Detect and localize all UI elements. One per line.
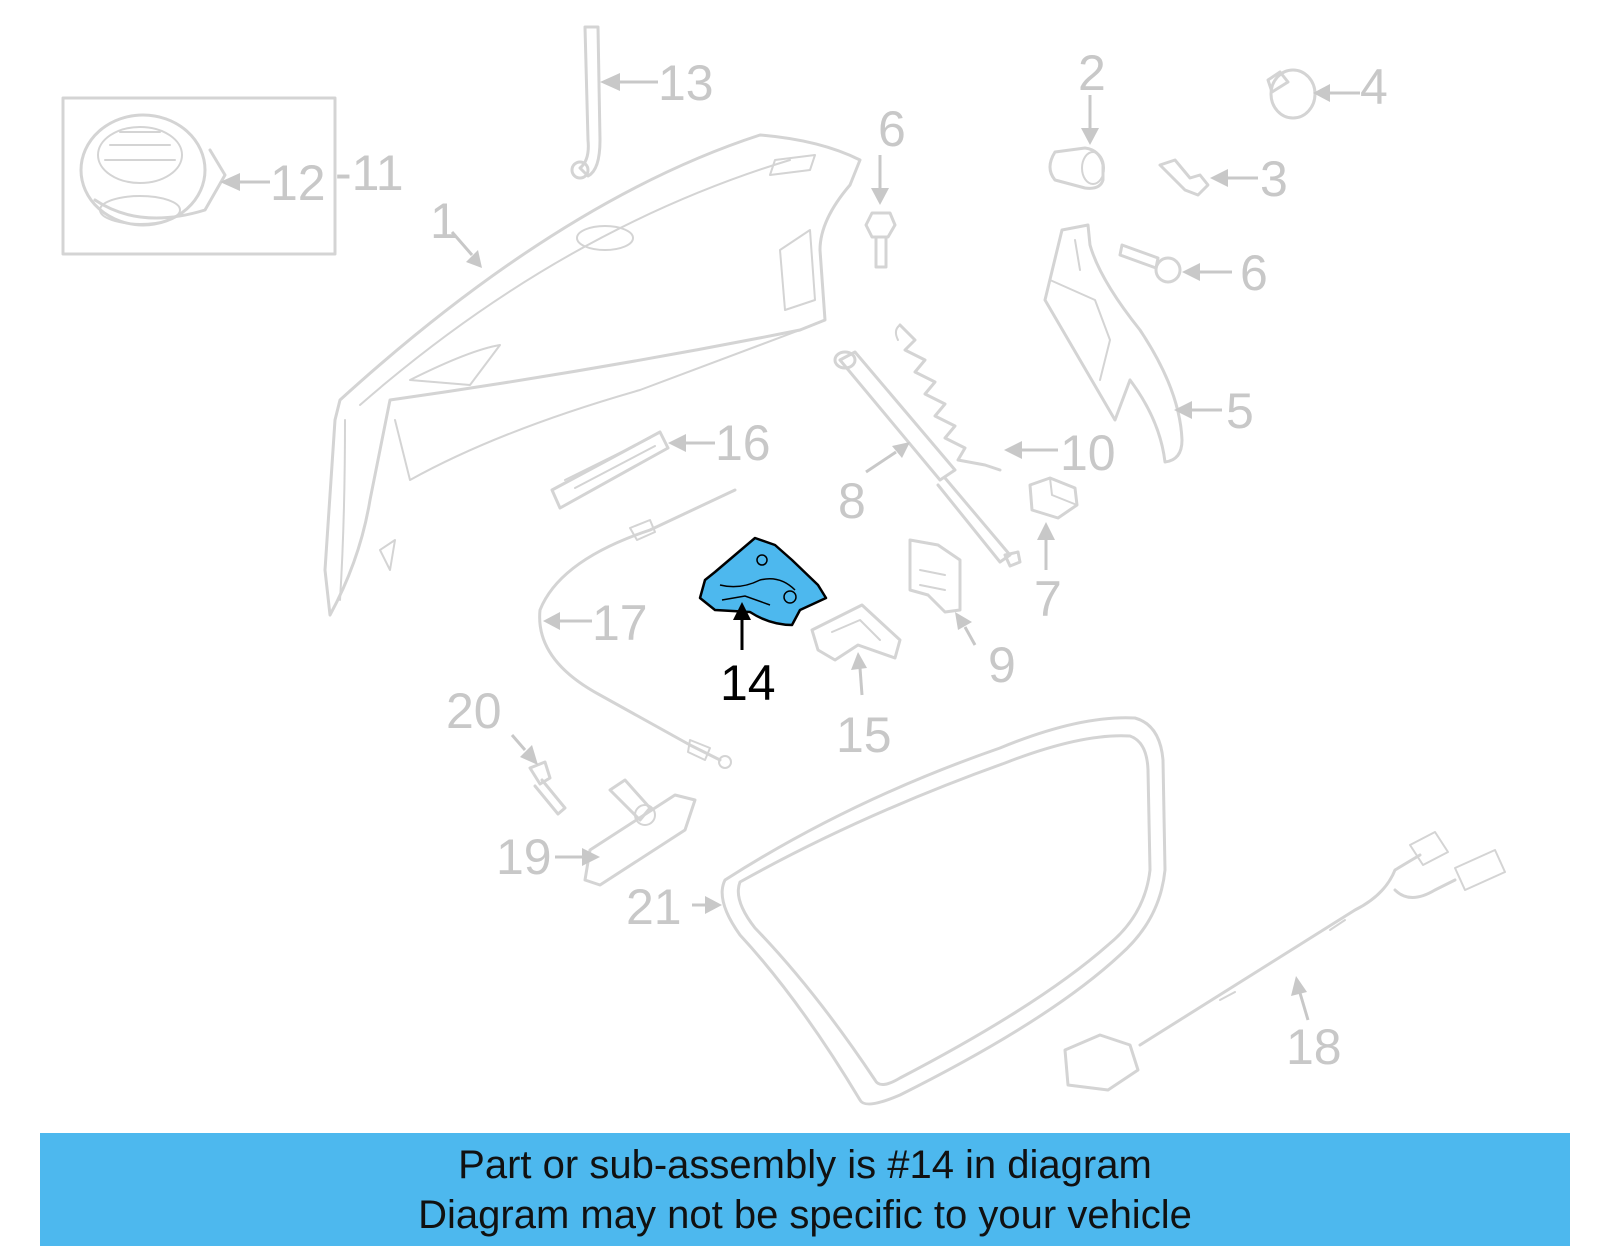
callout-13: [600, 73, 658, 91]
label-16: 16: [715, 415, 771, 471]
callout-1: [450, 231, 482, 268]
label-21: 21: [626, 879, 682, 935]
part-16-trim-strip: [550, 430, 670, 510]
callout-21: [692, 896, 722, 914]
callout-18: [1291, 976, 1310, 1021]
part-1-trunk-lid: [323, 133, 862, 617]
part-6-bolt-top: [864, 211, 897, 269]
part-10-spring: [894, 323, 1002, 472]
part-19-lock-bracket: [583, 778, 697, 887]
part-3-key: [1158, 158, 1210, 197]
label-3: 3: [1260, 151, 1288, 207]
callout-17: [543, 612, 592, 630]
part-18-wiring-harness: [1063, 831, 1506, 1092]
label-18: 18: [1286, 1019, 1342, 1075]
label-14: 14: [720, 655, 776, 711]
callout-6a: [871, 155, 889, 205]
part-21-weatherstrip: [720, 716, 1167, 1106]
callout-4: [1313, 84, 1360, 102]
callout-15: [851, 652, 867, 696]
callout-6b: [1182, 263, 1232, 281]
callout-5: [1174, 401, 1222, 419]
callout-10: [1004, 441, 1058, 459]
label-13: 13: [658, 55, 714, 111]
callout-3: [1210, 169, 1258, 187]
part-12-emblem: [61, 96, 337, 256]
info-banner: Part or sub-assembly is #14 in diagram D…: [40, 1133, 1570, 1246]
callout-19: [555, 848, 600, 866]
callout-2: [1081, 95, 1099, 145]
label-10: 10: [1060, 425, 1116, 481]
part-17-release-cable: [538, 488, 737, 769]
banner-line-part: Part or sub-assembly is #14 in diagram: [458, 1142, 1152, 1187]
label-1: 1: [430, 193, 458, 249]
callout-12: [220, 173, 270, 191]
callout-16: [668, 434, 715, 452]
part-6-bolt-right: [1118, 243, 1182, 284]
part-13-rod: [570, 25, 602, 180]
part-4-clip: [1266, 68, 1317, 120]
label-12: 12: [270, 155, 326, 211]
callout-9: [955, 612, 977, 646]
label-20: 20: [446, 683, 502, 739]
part-20-screw: [528, 760, 567, 816]
label-7: 7: [1034, 571, 1062, 627]
banner-line-disclaimer: Diagram may not be specific to your vehi…: [418, 1192, 1192, 1237]
label-15: 15: [836, 707, 892, 763]
part-5-hinge: [1043, 223, 1184, 464]
callout-7: [1037, 522, 1055, 570]
label-9: 9: [988, 637, 1016, 693]
part-2-lock-cylinder: [1048, 146, 1105, 190]
part-9-bracket: [908, 538, 962, 614]
part-8-gas-strut: [833, 350, 1022, 568]
callout-8: [865, 442, 910, 474]
label-17: 17: [592, 595, 648, 651]
label-8: 8: [838, 473, 866, 529]
label-11: -11: [335, 145, 404, 201]
callout-14: [733, 602, 751, 650]
label-2: 2: [1078, 45, 1106, 101]
label-6b: 6: [1240, 245, 1268, 301]
label-6a: 6: [878, 101, 906, 157]
label-5: 5: [1226, 383, 1254, 439]
part-7-bumper: [1028, 476, 1079, 520]
part-15-striker: [810, 603, 902, 662]
label-4: 4: [1360, 59, 1388, 115]
label-19: 19: [496, 829, 552, 885]
part-14-latch: [698, 536, 828, 627]
callout-20: [510, 734, 538, 765]
